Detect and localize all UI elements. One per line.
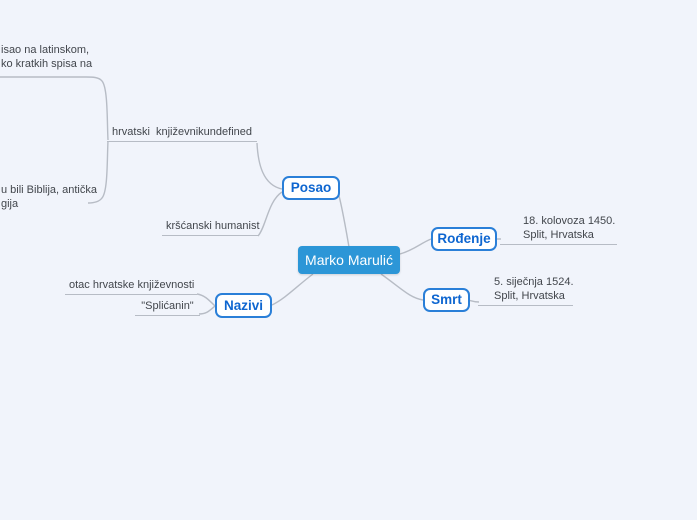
node-posao[interactable]: Posao xyxy=(282,176,340,200)
connector-root-nazivi xyxy=(271,273,314,306)
node-smrt-detail[interactable]: 5. siječnja 1524. Split, Hrvatska xyxy=(478,276,574,306)
node-splicanin[interactable]: "Splićanin" xyxy=(135,300,200,316)
node-clipped-biblija[interactable]: u bili Biblija, antička gija xyxy=(1,184,97,211)
clipped-mid-line2: gija xyxy=(1,197,19,210)
clipped-top-line2: ko kratkih spisa na xyxy=(1,57,93,70)
clipped-top-line1: isao na latinskom, xyxy=(1,44,90,56)
connector-hrvatski-clipped-top xyxy=(0,76,109,141)
node-smrt[interactable]: Smrt xyxy=(423,288,470,312)
birth-place-text: Split, Hrvatska xyxy=(523,228,594,241)
node-krscanski-humanist[interactable]: kršćanski humanist xyxy=(162,220,260,236)
connector-nazivi-splicanin xyxy=(198,305,216,315)
node-rodjenje[interactable]: Rođenje xyxy=(431,227,497,251)
connector-posao-hrvatski xyxy=(256,142,283,190)
node-hrvatski-knjizevnik[interactable]: hrvatski književnikundefined xyxy=(107,126,257,142)
node-nazivi[interactable]: Nazivi xyxy=(215,293,272,318)
connector-root-smrt xyxy=(380,273,424,301)
connector-root-posao xyxy=(337,191,350,248)
connector-root-rodjenje xyxy=(399,238,432,255)
node-clipped-latinskom[interactable]: isao na latinskom, ko kratkih spisa na xyxy=(1,44,92,71)
death-place-text: Split, Hrvatska xyxy=(494,289,565,302)
root-node-marko-marulic[interactable]: Marko Marulić xyxy=(298,246,400,274)
connector-hrvatski-clipped-mid xyxy=(87,140,109,204)
connector-posao-krscanski xyxy=(257,191,283,237)
clipped-mid-line1: u bili Biblija, antička xyxy=(1,184,97,196)
death-date-text: 5. siječnja 1524. xyxy=(494,276,574,288)
birth-date-text: 18. kolovoza 1450. xyxy=(523,215,616,227)
connector-nazivi-otac xyxy=(196,293,216,307)
node-otac-hrvatske-knjizevnosti[interactable]: otac hrvatske književnosti xyxy=(65,279,197,295)
node-rodjenje-detail[interactable]: 18. kolovoza 1450. Split, Hrvatska xyxy=(500,215,617,245)
